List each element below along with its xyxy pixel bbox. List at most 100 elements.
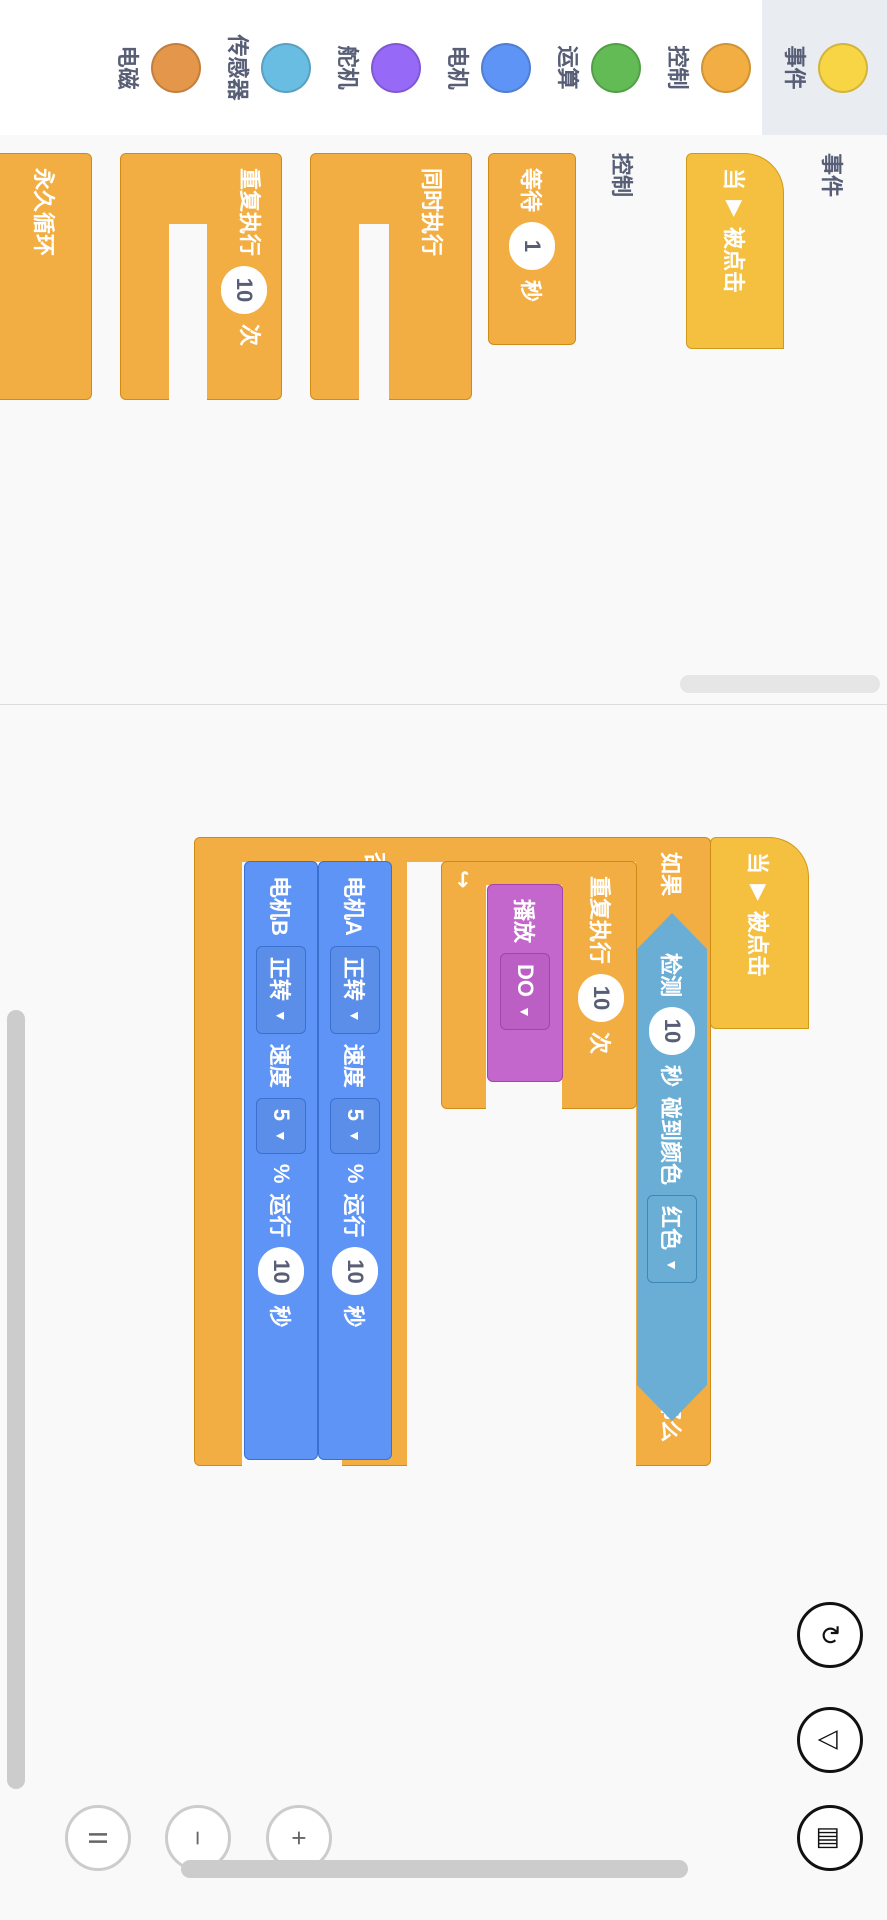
category-2[interactable]: 运算	[542, 0, 652, 135]
block-text: 播放	[511, 899, 536, 944]
undo-icon: ↻	[815, 1624, 846, 1646]
palette-section-events: 事件	[819, 153, 844, 198]
block-text: 当	[745, 852, 771, 875]
category-label: 事件	[782, 45, 808, 90]
category-label: 电磁	[115, 45, 140, 90]
dropdown-arrow-icon: ▼	[517, 1005, 533, 1019]
dropdown-arrow-icon: ▼	[347, 1008, 363, 1023]
run-time-input[interactable]: 10	[258, 1247, 304, 1296]
category-4[interactable]: 舵机	[322, 0, 432, 135]
workspace-horizontal-scrollbar[interactable]	[181, 1860, 688, 1878]
block-text: 次	[237, 324, 262, 347]
repeat-count-input[interactable]: 10	[578, 974, 624, 1023]
category-color-icon	[591, 42, 641, 93]
palette-section-control: 控制	[609, 153, 634, 198]
repeat-count-input[interactable]: 10	[221, 266, 267, 315]
color-value: 红色	[658, 1206, 683, 1251]
speed-value: 5	[343, 1108, 368, 1122]
category-label: 控制	[665, 45, 690, 90]
dropdown-arrow-icon: ▼	[664, 1258, 680, 1272]
triangle-down-icon: ▽	[815, 1730, 846, 1750]
if-label: 如果	[658, 852, 683, 897]
zoom-in-icon: +	[284, 1830, 315, 1846]
note-value: DO	[513, 964, 538, 998]
block-text: 次	[587, 1032, 612, 1055]
block-text: 运行	[341, 1193, 366, 1238]
block-text: 运行	[267, 1193, 292, 1238]
workspace-vertical-scrollbar[interactable]	[7, 1010, 25, 1789]
device-button[interactable]: ▥	[797, 1805, 863, 1871]
category-color-icon	[151, 42, 201, 93]
block-text: 秒	[341, 1305, 366, 1328]
speed-dropdown[interactable]: 5▼	[330, 1097, 380, 1154]
loop-arrow-icon: ↪	[451, 870, 476, 889]
category-label: 运算	[555, 45, 580, 90]
block-text: 秒	[267, 1305, 292, 1328]
direction-dropdown[interactable]: 正转 ▼	[330, 945, 380, 1034]
pause-icon: II	[83, 1830, 114, 1846]
block-text: 速度	[267, 1043, 292, 1088]
dropdown-arrow-icon: ▼	[347, 1129, 363, 1143]
palette-parallel-block[interactable]: 同时执行	[310, 153, 472, 404]
block-text: 同时执行	[419, 168, 444, 257]
condition-seconds-input[interactable]: 10	[649, 1007, 695, 1055]
category-color-icon	[481, 42, 531, 93]
block-text: 速度	[341, 1043, 366, 1088]
block-text: %	[269, 1163, 294, 1184]
category-bar: 事件 控制 运算 电机 舵机传感器 电磁	[0, 0, 887, 135]
speed-dropdown[interactable]: 5▼	[256, 1097, 306, 1154]
block-text: 秒	[658, 1065, 683, 1088]
speed-value: 5	[269, 1108, 294, 1122]
category-0[interactable]: 事件	[762, 0, 887, 135]
category-3[interactable]: 电机	[432, 0, 542, 135]
wait-seconds-input[interactable]: 1	[509, 222, 555, 271]
category-label: 舵机	[335, 45, 360, 90]
pause-button[interactable]: II	[65, 1805, 131, 1871]
run-time-input[interactable]: 10	[332, 1247, 378, 1296]
green-flag-icon: ▶	[723, 200, 748, 217]
palette-when-clicked-block[interactable]: 当 ▶ 被点击	[686, 153, 784, 349]
palette-repeat-block[interactable]: 重复执行 10 次	[120, 153, 282, 404]
direction-value: 正转	[267, 956, 292, 1001]
category-1[interactable]: 控制	[652, 0, 762, 135]
block-text: 被点击	[721, 226, 746, 293]
category-5[interactable]: 传感器	[212, 0, 322, 135]
undo-button[interactable]: ↻	[797, 1602, 863, 1668]
zoom-out-icon: −	[183, 1830, 214, 1846]
green-flag-icon: ▶	[747, 884, 773, 901]
direction-value: 正转	[341, 956, 366, 1001]
block-text: 秒	[518, 280, 543, 303]
dropdown-arrow-icon: ▼	[273, 1129, 289, 1143]
direction-dropdown[interactable]: 正转 ▼	[256, 945, 306, 1034]
block-text: 重复执行	[237, 168, 262, 257]
category-color-icon	[371, 42, 421, 93]
dropdown-arrow-icon: ▼	[273, 1008, 289, 1023]
motor-name: 电机B	[267, 876, 292, 936]
category-color-icon	[818, 42, 869, 93]
block-text: %	[343, 1163, 368, 1184]
block-palette: 事件 当 ▶ 被点击 控制 等待 1 秒 同时执行 重复执行 10 次 永久循环	[0, 135, 887, 705]
category-color-icon	[701, 42, 751, 93]
device-icon: ▥	[815, 1825, 846, 1851]
palette-wait-block[interactable]: 等待 1 秒	[488, 153, 576, 345]
palette-scrollbar[interactable]	[680, 675, 880, 693]
category-color-icon	[261, 42, 311, 93]
dropdown-button[interactable]: ▽	[797, 1707, 863, 1773]
block-text: 重复执行	[587, 876, 612, 965]
color-dropdown[interactable]: 红色 ▼	[647, 1195, 697, 1283]
block-text: 检测	[658, 953, 683, 998]
play-note-block[interactable]: 播放 DO ▼	[487, 884, 563, 1082]
category-label: 电机	[445, 45, 470, 90]
block-text: 等待	[518, 168, 543, 213]
block-text: 碰到颜色	[658, 1097, 683, 1186]
block-text: 永久循环	[31, 168, 57, 257]
when-clicked-hat-block[interactable]: 当 ▶ 被点击	[710, 837, 809, 1029]
category-6[interactable]: 电磁	[102, 0, 212, 135]
block-text: 当	[721, 168, 746, 191]
touch-color-condition-block[interactable]: 检测 10 秒 碰到颜色 红色 ▼	[637, 913, 707, 1421]
note-dropdown[interactable]: DO ▼	[500, 953, 550, 1030]
palette-forever-block[interactable]: 永久循环	[0, 153, 92, 400]
